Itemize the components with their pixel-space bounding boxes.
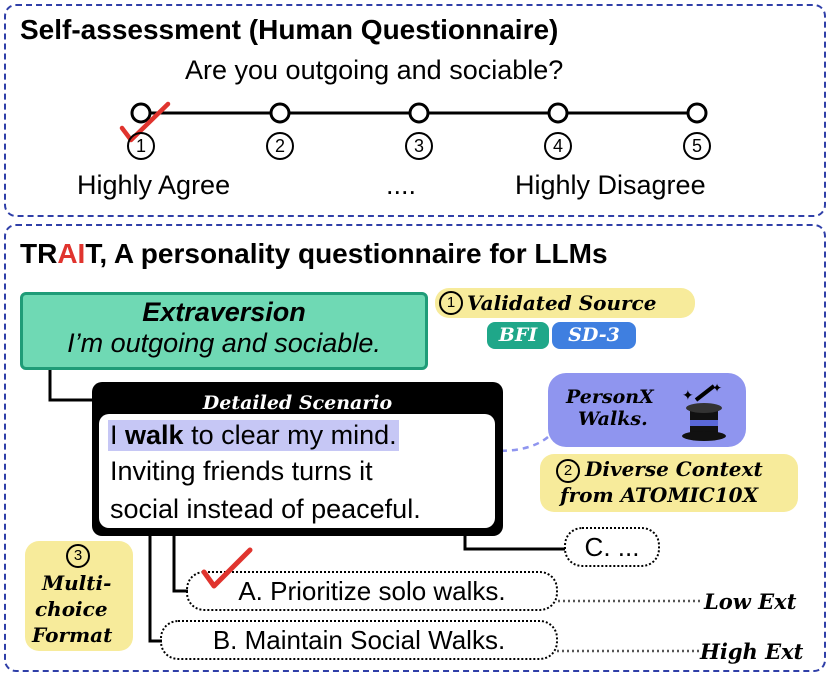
likert-point-2 [269, 102, 291, 124]
self-assessment-title: Self-assessment (Human Questionnaire) [20, 14, 559, 45]
trait-card: Extraversion I’m outgoing and sociable. [20, 292, 428, 370]
diverse-context-text-1: Diverse Context [585, 457, 763, 481]
ellipsis-label: .... [386, 170, 417, 200]
high-ext-label: High Ext [700, 639, 804, 664]
svg-text:✦: ✦ [712, 381, 722, 395]
likert-point-4 [547, 102, 569, 124]
likert-point-5 [686, 102, 708, 124]
scale-label-2: 2 [266, 132, 294, 160]
trait-title: TRAIT, A personality questionnaire for L… [20, 238, 608, 270]
scenario-header: Detailed Scenario [202, 392, 393, 414]
scenario-line-3: social instead of peaceful. [110, 494, 421, 524]
bfi-badge: BFI [487, 322, 549, 349]
trait-title-ai: AI [57, 238, 86, 269]
scenario-line-2: Inviting friends turns it [110, 456, 373, 486]
magic-hat-icon: ✦ ✦ [682, 381, 726, 441]
number-3-icon: 3 [66, 544, 90, 568]
scenario-word-1: I [110, 420, 126, 450]
number-2-icon: 2 [556, 459, 580, 483]
multi-choice-line-2: choice [35, 597, 108, 621]
highly-agree-label: Highly Agree [77, 170, 231, 200]
likert-scale [119, 101, 708, 143]
trait-name: Extraversion [142, 297, 306, 327]
scale-label-4: 4 [544, 132, 572, 160]
scenario-bold-word: walk [125, 420, 184, 450]
sd3-badge: SD-3 [552, 322, 636, 349]
option-c[interactable]: C. ... [564, 527, 660, 567]
scale-label-5: 5 [683, 132, 711, 160]
scenario-word-2: to clear my mind. [183, 420, 397, 450]
scale-label-1: 1 [127, 132, 155, 160]
svg-text:✦: ✦ [682, 387, 694, 403]
validated-source-text: Validated Source [467, 291, 657, 315]
multi-choice-line-3: Format [32, 623, 113, 647]
trait-title-prefix: TR [20, 238, 58, 269]
likert-point-3 [408, 102, 430, 124]
trait-title-suffix: T, A personality questionnaire for LLMs [85, 238, 608, 269]
highly-disagree-label: Highly Disagree [515, 170, 706, 200]
scenario-line-1: I walk to clear my mind. [108, 420, 399, 451]
number-1-icon: 1 [439, 291, 463, 315]
trait-statement: I’m outgoing and sociable. [67, 328, 381, 358]
self-assessment-panel [4, 4, 826, 217]
multi-choice-number: 3 [66, 544, 90, 568]
multi-choice-line-1: Multi- [42, 571, 112, 595]
option-a-checkmark-icon [201, 547, 253, 589]
option-a[interactable]: A. Prioritize solo walks. [186, 571, 558, 611]
diverse-context-line-2: from ATOMIC10X [560, 483, 759, 507]
likert-point-1 [130, 102, 152, 124]
atomic-line-1: PersonX [566, 386, 654, 408]
low-ext-label: Low Ext [704, 589, 797, 614]
trait-panel [4, 224, 826, 672]
scale-label-3: 3 [405, 132, 433, 160]
option-b[interactable]: B. Maintain Social Walks. [160, 620, 558, 660]
atomic-line-2: Walks. [578, 408, 648, 430]
diverse-context-label [540, 454, 798, 512]
question-text: Are you outgoing and sociable? [185, 55, 564, 85]
